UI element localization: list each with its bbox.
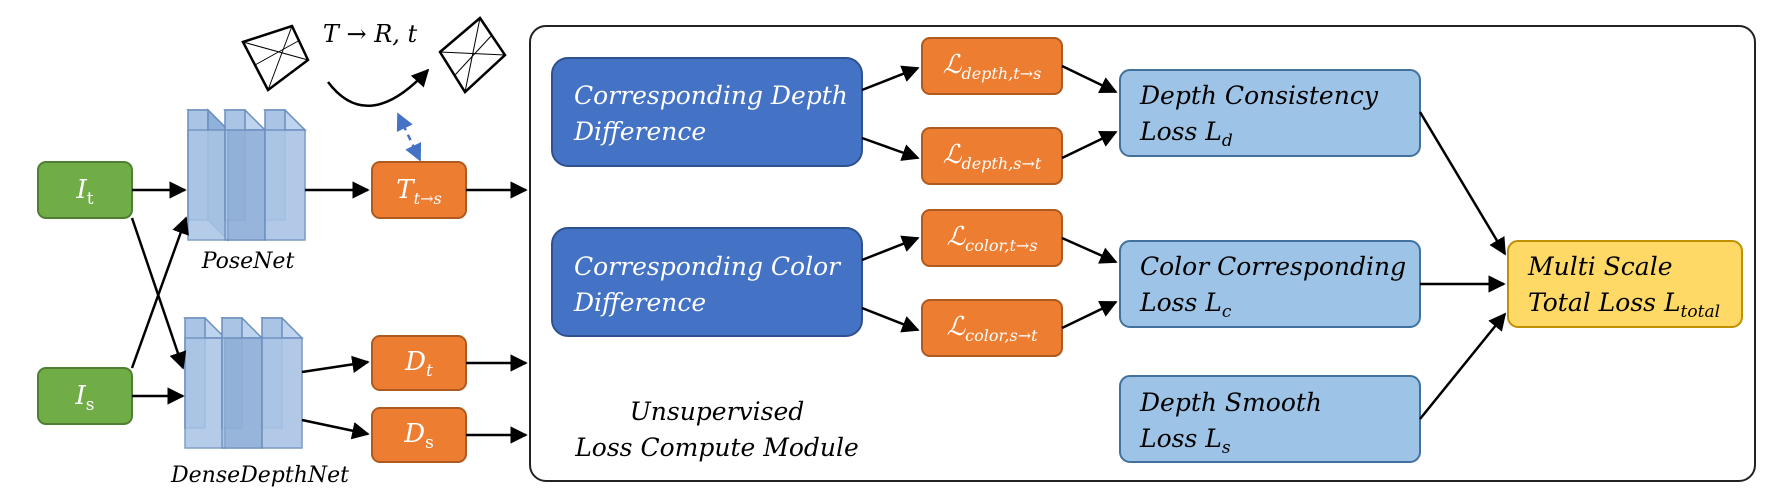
loss-depth-st-main: ℒ xyxy=(943,140,963,170)
output-depth-t-main: D xyxy=(404,347,426,377)
loss-depth-ts-node: ℒdepth,t→s xyxy=(921,37,1063,95)
color-difference-line2: Difference xyxy=(573,288,706,317)
loss-depth-ts-main: ℒ xyxy=(943,50,963,80)
posenet-layers xyxy=(186,108,307,242)
svg-text:ℒcolor,s→t: ℒcolor,s→t xyxy=(946,312,1038,345)
svg-text:Loss Ld: Loss Ld xyxy=(1139,117,1233,151)
depth-consistency-sub: d xyxy=(1222,131,1233,151)
posenet-label: PoseNet xyxy=(201,249,295,274)
densedepthnet-layers xyxy=(183,317,304,449)
depth-difference-line1: Corresponding Depth xyxy=(574,81,848,110)
depth-smooth-node: Depth Smooth Loss Ls xyxy=(1119,375,1421,463)
input-target-main: I xyxy=(75,175,87,205)
camera-frustum-right xyxy=(438,16,507,94)
input-source-sub: s xyxy=(86,395,95,415)
loss-color-ts-sub: color,t→s xyxy=(965,236,1037,255)
output-pose-main: T xyxy=(396,175,415,205)
svg-text:ℒcolor,t→s: ℒcolor,t→s xyxy=(946,222,1037,255)
color-corresponding-line2: Loss L xyxy=(1139,288,1222,317)
depth-smooth-line1: Depth Smooth xyxy=(1139,388,1322,417)
output-depth-t-node: Dt xyxy=(371,335,467,391)
loss-color-ts-main: ℒ xyxy=(946,222,966,252)
svg-text:It: It xyxy=(75,175,93,209)
depth-consistency-line1: Depth Consistency xyxy=(1139,81,1379,110)
depthnet-to-ds-arrow xyxy=(301,418,370,440)
color-corresponding-sub: c xyxy=(1222,302,1232,322)
total-loss-node: Multi Scale Total Loss Ltotal xyxy=(1507,240,1743,328)
camera-frustum-left xyxy=(241,24,310,92)
input-arrows xyxy=(130,181,189,405)
pose-to-camera-dashed-arrow xyxy=(396,112,422,162)
depth-smooth-sub: s xyxy=(1222,438,1231,458)
depth-consistency-node: Depth Consistency Loss Ld xyxy=(1119,69,1421,157)
svg-text:ℒdepth,t→s: ℒdepth,t→s xyxy=(943,50,1042,83)
output-pose-node: Tt→s xyxy=(371,161,467,219)
color-corresponding-line1: Color Corresponding xyxy=(1140,252,1406,281)
loss-depth-st-sub: depth,s→t xyxy=(961,154,1041,173)
output-depth-t-sub: t xyxy=(426,361,433,381)
transform-arc xyxy=(327,68,430,107)
svg-text:Tt→s: Tt→s xyxy=(396,175,441,208)
depth-consistency-line2: Loss L xyxy=(1139,117,1222,146)
loss-depth-st-node: ℒdepth,s→t xyxy=(921,127,1063,185)
densedepthnet-label: DenseDepthNet xyxy=(170,463,349,488)
output-depth-s-node: Ds xyxy=(371,407,467,463)
svg-text:Is: Is xyxy=(74,381,94,415)
module-title-line2: Loss Compute Module xyxy=(574,433,859,462)
svg-text:Dt: Dt xyxy=(404,347,433,381)
svg-text:Total Loss Ltotal: Total Loss Ltotal xyxy=(1528,288,1720,322)
svg-text:Loss Ls: Loss Ls xyxy=(1139,424,1231,458)
svg-text:ℒdepth,s→t: ℒdepth,s→t xyxy=(943,140,1042,173)
total-loss-sub: total xyxy=(1681,302,1720,322)
input-source-main: I xyxy=(74,381,86,411)
depth-smooth-line2: Loss L xyxy=(1139,424,1222,453)
svg-text:Ds: Ds xyxy=(403,419,434,453)
total-loss-line1: Multi Scale xyxy=(1527,252,1673,281)
difference-to-loss-arrows xyxy=(861,65,920,333)
loss-color-st-sub: color,s→t xyxy=(965,326,1038,345)
loss-module-frame xyxy=(529,25,1756,482)
output-depth-s-main: D xyxy=(403,419,425,449)
loss-depth-ts-sub: depth,t→s xyxy=(961,64,1041,83)
total-loss-line2: Total Loss L xyxy=(1528,288,1681,317)
depth-difference-node: Corresponding Depth Difference xyxy=(551,57,863,167)
input-target-node: It xyxy=(37,161,133,219)
loss-to-combined-arrows xyxy=(1061,64,1118,330)
loss-color-st-node: ℒcolor,s→t xyxy=(921,299,1063,357)
combined-to-total-arrows xyxy=(1418,111,1507,420)
output-pose-sub: t→s xyxy=(414,189,442,208)
input-target-sub: t xyxy=(87,189,94,209)
output-depth-s-sub: s xyxy=(425,433,434,453)
loss-color-st-main: ℒ xyxy=(946,312,966,342)
module-title-line1: Unsupervised xyxy=(630,397,805,426)
loss-color-ts-node: ℒcolor,t→s xyxy=(921,209,1063,267)
color-corresponding-node: Color Corresponding Loss Lc xyxy=(1119,240,1421,328)
color-difference-node: Corresponding Color Difference xyxy=(551,227,863,337)
input-source-node: Is xyxy=(37,367,133,425)
color-difference-line1: Corresponding Color xyxy=(574,252,842,281)
depth-difference-line2: Difference xyxy=(573,117,706,146)
transform-label: T → R, t xyxy=(323,20,418,48)
svg-text:Loss Lc: Loss Lc xyxy=(1139,288,1232,322)
depthnet-to-dt-arrow xyxy=(301,355,370,374)
